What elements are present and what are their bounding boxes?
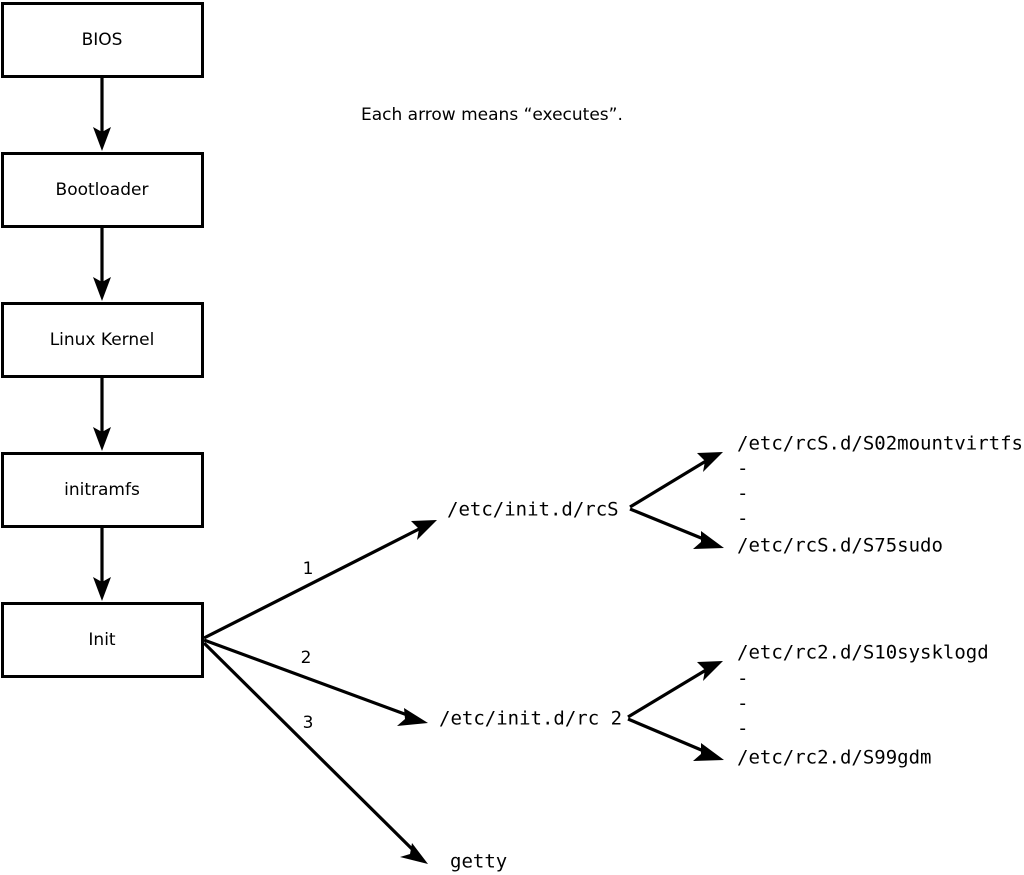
arrow-init-to-rcs [203, 520, 437, 640]
edge-number-1: 1 [303, 559, 314, 579]
arrow-bios-to-bootloader [93, 76, 111, 151]
edge-number-2: 2 [301, 648, 312, 668]
node-bios-label: BIOS [82, 30, 123, 50]
rcs-ellipsis-dash-2: - [737, 483, 748, 505]
node-init-label: Init [88, 630, 116, 650]
arrow-kernel-to-initramfs [93, 376, 111, 451]
label-init-d-rc2[interactable]: /etc/init.d/rc 2 [439, 708, 622, 730]
label-rcs-first-script[interactable]: /etc/rcS.d/S02mountvirtfs [737, 433, 1023, 455]
diagram-note: Each arrow means “executes”. [361, 105, 623, 125]
label-rcs-last-script[interactable]: /etc/rcS.d/S75sudo [737, 535, 943, 557]
node-bootloader-label: Bootloader [56, 180, 149, 200]
rcs-ellipsis-dash-3: - [737, 508, 748, 530]
rc2-ellipsis-dash-3: - [737, 718, 748, 740]
node-init[interactable]: Init [1, 602, 204, 678]
arrow-init-to-getty [202, 641, 428, 864]
node-linux-kernel[interactable]: Linux Kernel [1, 302, 204, 378]
edge-number-3: 3 [303, 713, 314, 733]
label-getty[interactable]: getty [450, 851, 507, 873]
node-bootloader[interactable]: Bootloader [1, 152, 204, 228]
node-initramfs-label: initramfs [64, 480, 140, 500]
label-init-d-rcs[interactable]: /etc/init.d/rcS [447, 499, 619, 521]
arrow-rc2-to-last-script [627, 717, 724, 761]
label-rc2-first-script[interactable]: /etc/rc2.d/S10sysklogd [737, 642, 989, 664]
rc2-ellipsis-dash-1: - [737, 668, 748, 690]
arrow-bootloader-to-kernel [93, 226, 111, 301]
node-linux-kernel-label: Linux Kernel [50, 330, 155, 350]
arrow-rcs-to-last-script [629, 507, 724, 549]
rcs-ellipsis-dash-1: - [737, 458, 748, 480]
arrow-rcs-to-first-script [629, 452, 723, 509]
node-bios[interactable]: BIOS [1, 2, 204, 78]
arrow-init-to-rc2 [203, 638, 428, 726]
arrow-rc2-to-first-script [627, 661, 723, 719]
label-rc2-last-script[interactable]: /etc/rc2.d/S99gdm [737, 747, 931, 769]
node-initramfs[interactable]: initramfs [1, 452, 204, 528]
rc2-ellipsis-dash-2: - [737, 693, 748, 715]
arrow-initramfs-to-init [93, 526, 111, 601]
